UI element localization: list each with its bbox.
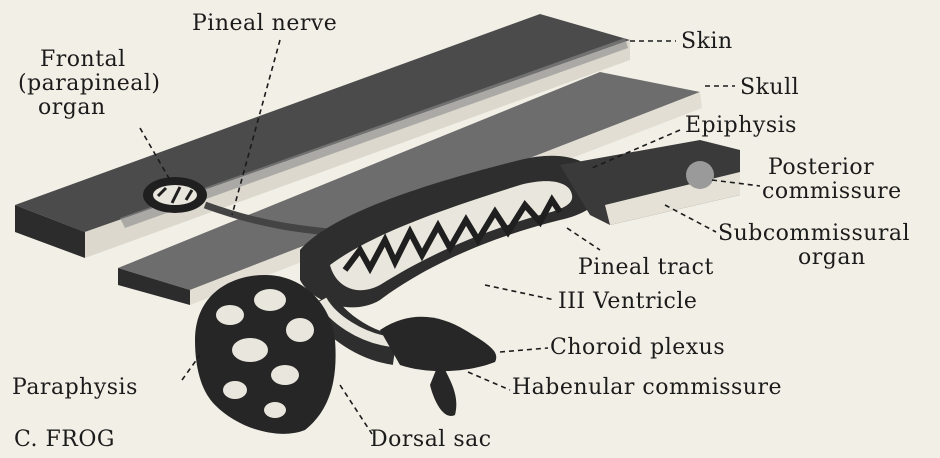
label-posterior-line2: commissure [762, 180, 902, 204]
label-frontal-line3: organ [18, 96, 160, 120]
label-skin: Skin [681, 30, 733, 54]
label-paraphysis: Paraphysis [12, 376, 138, 400]
label-subcommissural-organ: Subcommissural organ [718, 222, 910, 270]
label-frontal-organ: Frontal (parapineal) organ [18, 48, 160, 120]
label-dorsal-sac: Dorsal sac [370, 428, 492, 452]
label-posterior-line1: Posterior [762, 156, 902, 180]
label-frontal-line1: Frontal [18, 48, 160, 72]
posterior-block [560, 140, 740, 225]
panel-label: C. FROG [14, 428, 115, 452]
label-habenular-commissure: Habenular commissure [512, 376, 782, 400]
label-epiphysis: Epiphysis [685, 114, 797, 138]
label-frontal-line2: (parapineal) [18, 72, 160, 96]
choroid-plexus-shape [380, 317, 496, 416]
label-subcommissural-line2: organ [718, 246, 910, 270]
label-pineal-tract: Pineal tract [578, 256, 714, 280]
paraphysis-shape [195, 275, 336, 434]
frontal-organ [143, 177, 207, 213]
label-choroid-plexus: Choroid plexus [550, 336, 725, 360]
label-subcommissural-line1: Subcommissural [718, 222, 910, 246]
label-posterior-commissure: Posterior commissure [762, 156, 902, 204]
label-skull: Skull [740, 76, 799, 100]
label-third-ventricle: III Ventricle [558, 290, 697, 314]
label-pineal-nerve: Pineal nerve [192, 12, 337, 36]
